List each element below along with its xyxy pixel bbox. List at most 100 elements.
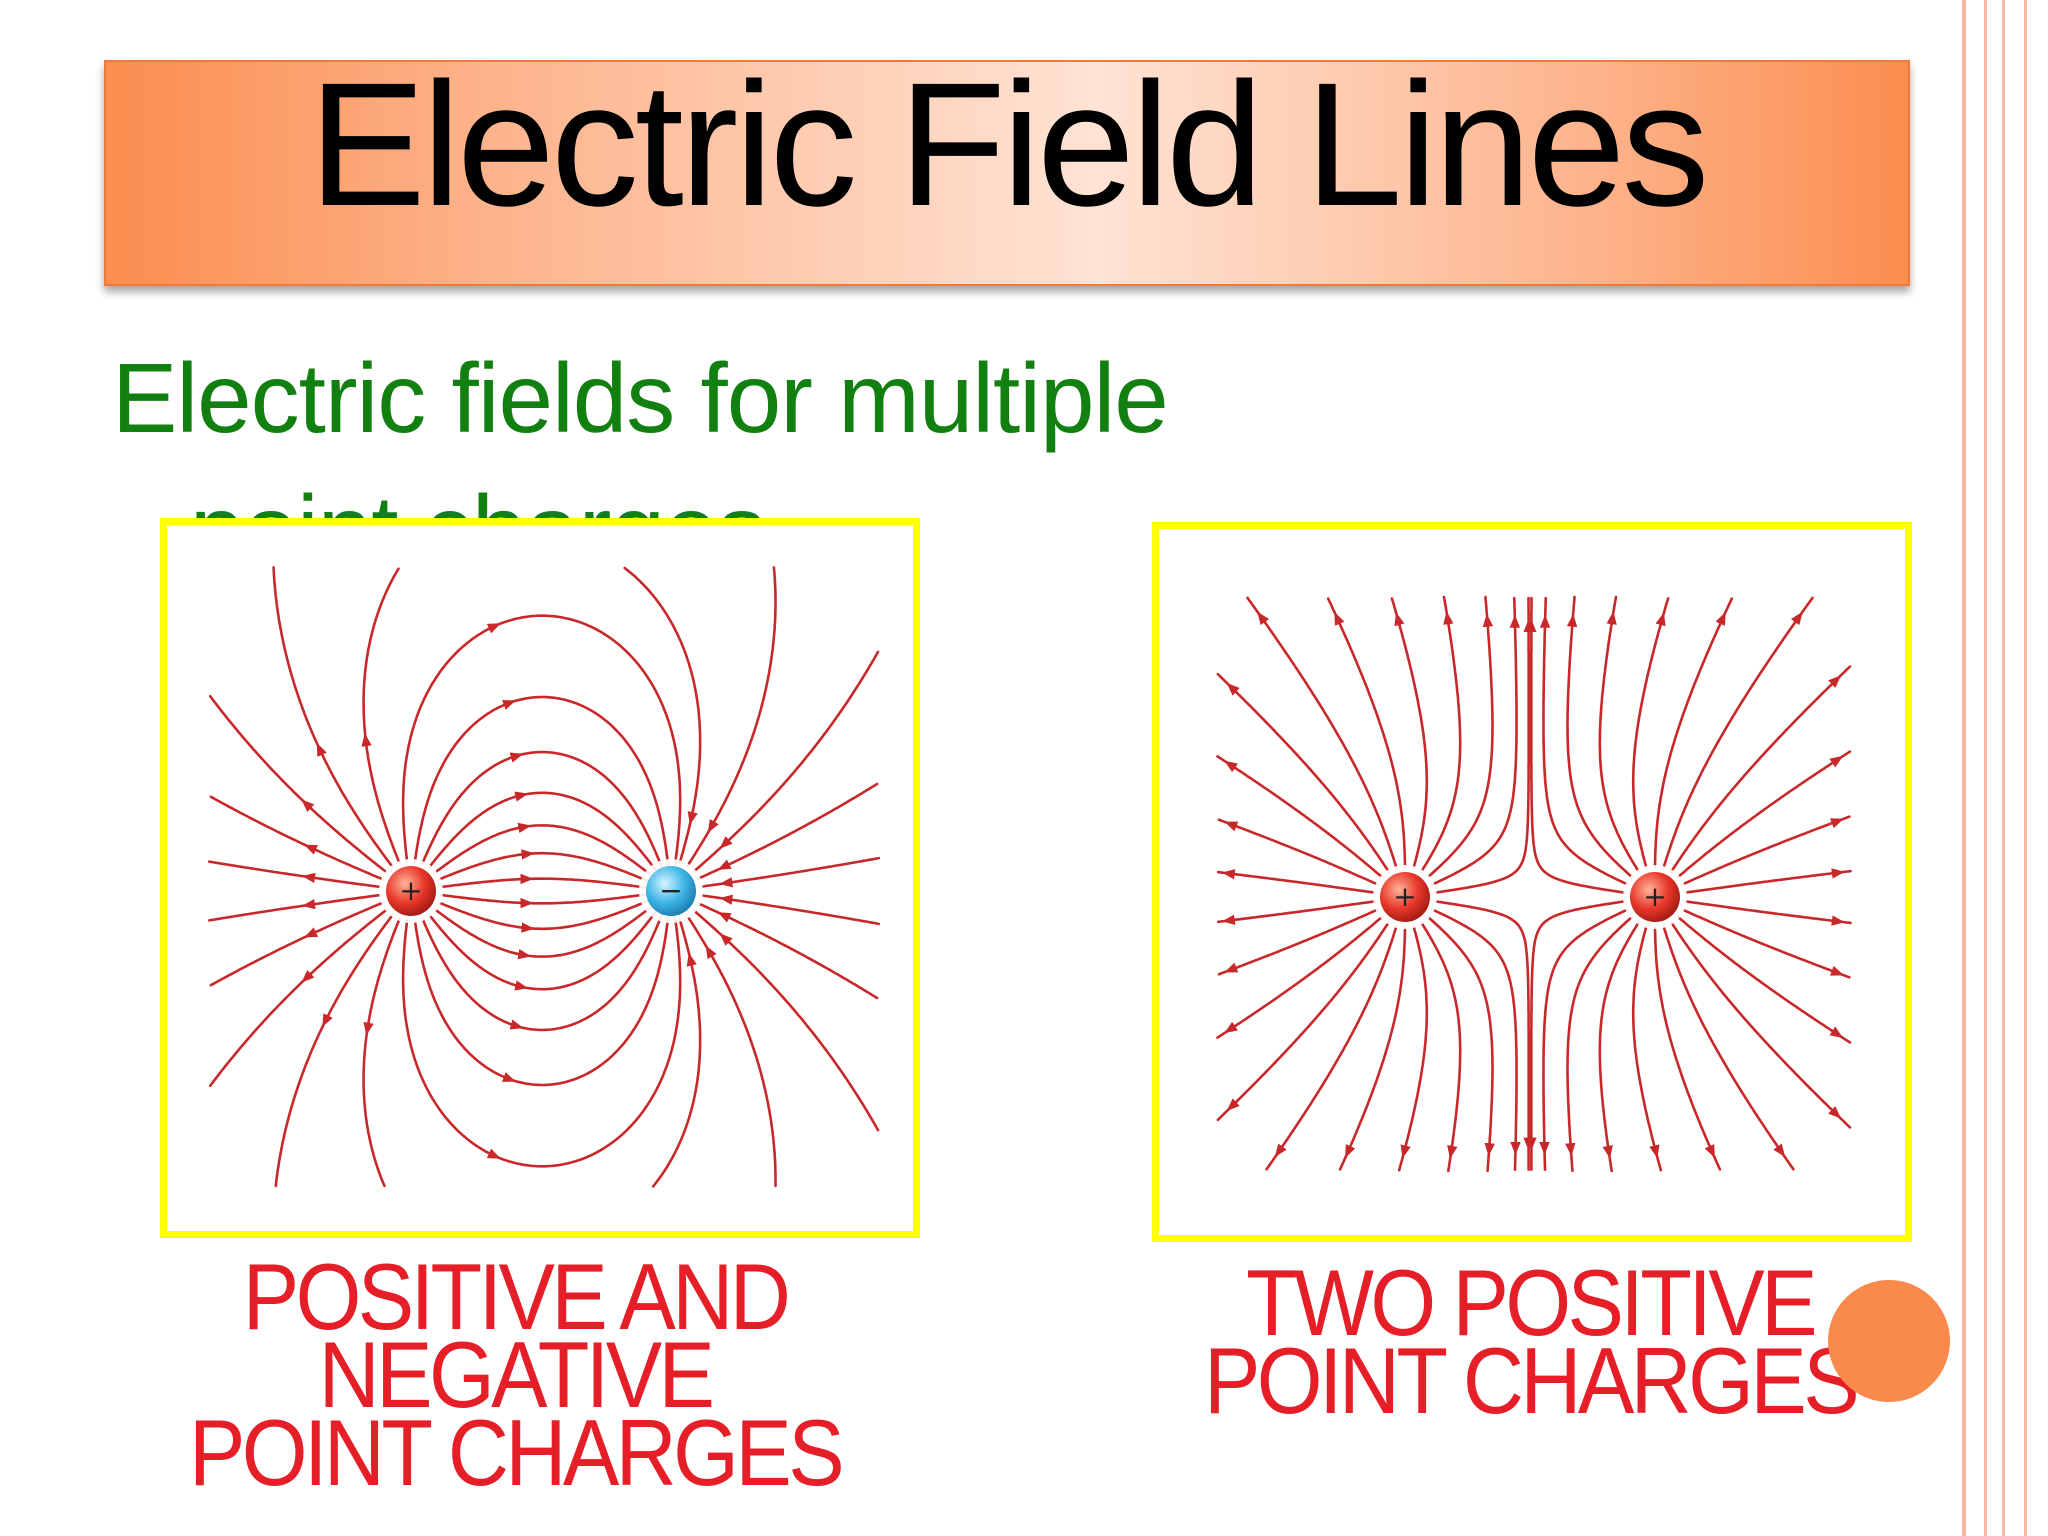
negative-charge: −	[639, 859, 703, 923]
field-line	[1216, 870, 1377, 894]
field-arrow	[1224, 760, 1238, 773]
field-arrow	[705, 945, 717, 960]
field-arrow	[717, 859, 732, 870]
field-line	[413, 913, 670, 1087]
field-arrow	[1790, 611, 1803, 626]
field-line	[421, 912, 664, 1032]
field-line	[692, 909, 880, 1132]
field-arrow	[1345, 1144, 1356, 1159]
field-line	[1681, 815, 1851, 886]
field-line	[1431, 596, 1518, 886]
field-line	[439, 877, 648, 889]
field-arrow	[1226, 1098, 1240, 1112]
field-arrow	[501, 700, 516, 710]
like-charges-caption: TWO POSITIVE POINT CHARGES	[1179, 1256, 1881, 1433]
field-line	[1530, 596, 1627, 894]
field-line	[1433, 596, 1530, 894]
field-arrow	[514, 980, 529, 991]
field-arrow	[304, 844, 319, 855]
field-line	[208, 908, 389, 1088]
field-arrow	[1394, 612, 1405, 627]
field-line	[1631, 924, 1663, 1172]
field-line	[692, 650, 880, 873]
field-line	[1681, 908, 1851, 979]
field-arrow	[322, 1013, 333, 1028]
field-arrow	[301, 969, 315, 983]
field-line	[686, 566, 777, 868]
field-line	[1426, 915, 1494, 1173]
field-arrow	[717, 912, 732, 923]
dipole-caption: POSITIVE AND NEGATIVE POINT CHARGES	[61, 1244, 970, 1505]
like-charges-diagram-panel: ++	[1152, 522, 1912, 1242]
like-charges-caption-line-2: POINT CHARGES	[1203, 1328, 1860, 1433]
field-line	[272, 566, 394, 869]
field-line	[1217, 818, 1379, 886]
field-arrow	[1715, 611, 1726, 626]
field-line	[1419, 920, 1462, 1173]
field-line	[1338, 925, 1407, 1171]
field-line	[413, 695, 670, 869]
field-line	[699, 856, 881, 889]
field-line	[209, 901, 385, 987]
field-line	[699, 893, 881, 926]
title-bar: Electric Field Lines	[104, 57, 1910, 286]
field-arrow	[1828, 1106, 1842, 1119]
dipole-caption-line-1: POSITIVE AND NEGATIVE	[242, 1244, 791, 1427]
field-line	[274, 913, 394, 1188]
field-arrow	[486, 1148, 501, 1159]
field-line	[1676, 915, 1852, 1044]
field-line	[1433, 900, 1530, 1171]
like-charges-field-diagram: ++	[1216, 595, 1852, 1173]
charge-sign: +	[1643, 880, 1666, 913]
field-line	[1683, 900, 1852, 925]
field-line	[428, 909, 658, 991]
positive-charge: +	[379, 859, 443, 923]
field-arrow	[1400, 1144, 1411, 1159]
field-line	[437, 851, 650, 883]
slide-border-line	[1962, 0, 1966, 1536]
field-arrow	[687, 811, 698, 825]
field-arrow	[1829, 818, 1844, 829]
field-arrow	[301, 799, 315, 813]
field-line	[1566, 595, 1634, 879]
field-arrow	[1224, 821, 1239, 832]
field-line	[623, 566, 702, 864]
field-line	[1216, 920, 1391, 1122]
field-line	[1431, 908, 1518, 1171]
field-arrow	[509, 752, 524, 763]
field-line	[1530, 900, 1627, 1171]
field-line	[1217, 908, 1379, 976]
field-line	[1653, 925, 1722, 1171]
field-line	[1598, 595, 1641, 874]
field-line	[1542, 596, 1629, 886]
field-line	[437, 899, 650, 931]
charge-sign: +	[1393, 880, 1416, 913]
field-line	[208, 694, 389, 874]
field-line	[401, 914, 682, 1168]
field-arrow	[1828, 675, 1842, 688]
field-line	[1216, 900, 1377, 924]
field-line	[433, 905, 653, 958]
field-arrow	[304, 927, 319, 938]
field-line	[1326, 597, 1407, 869]
field-arrow	[1704, 1144, 1715, 1159]
slide-title: Electric Field Lines	[308, 47, 1709, 243]
field-arrow	[1274, 1143, 1287, 1158]
slide-border-line	[2002, 0, 2005, 1536]
field-line	[209, 795, 385, 881]
field-line	[1397, 924, 1429, 1172]
positive-charge: +	[1373, 865, 1437, 929]
field-arrow	[719, 836, 733, 849]
positive-charge: +	[1623, 865, 1687, 929]
field-line	[439, 893, 648, 905]
field-line	[1683, 869, 1852, 894]
field-line	[1216, 755, 1384, 879]
field-line	[1676, 750, 1852, 879]
field-arrow	[501, 1072, 516, 1082]
field-line	[1669, 665, 1852, 874]
subtitle-line-1: Electric fields for multiple	[112, 343, 1169, 453]
dipole-caption-line-2: POINT CHARGES	[188, 1400, 845, 1505]
charge-sign: −	[659, 874, 682, 907]
field-line	[1426, 595, 1494, 879]
field-arrow	[1829, 965, 1844, 976]
